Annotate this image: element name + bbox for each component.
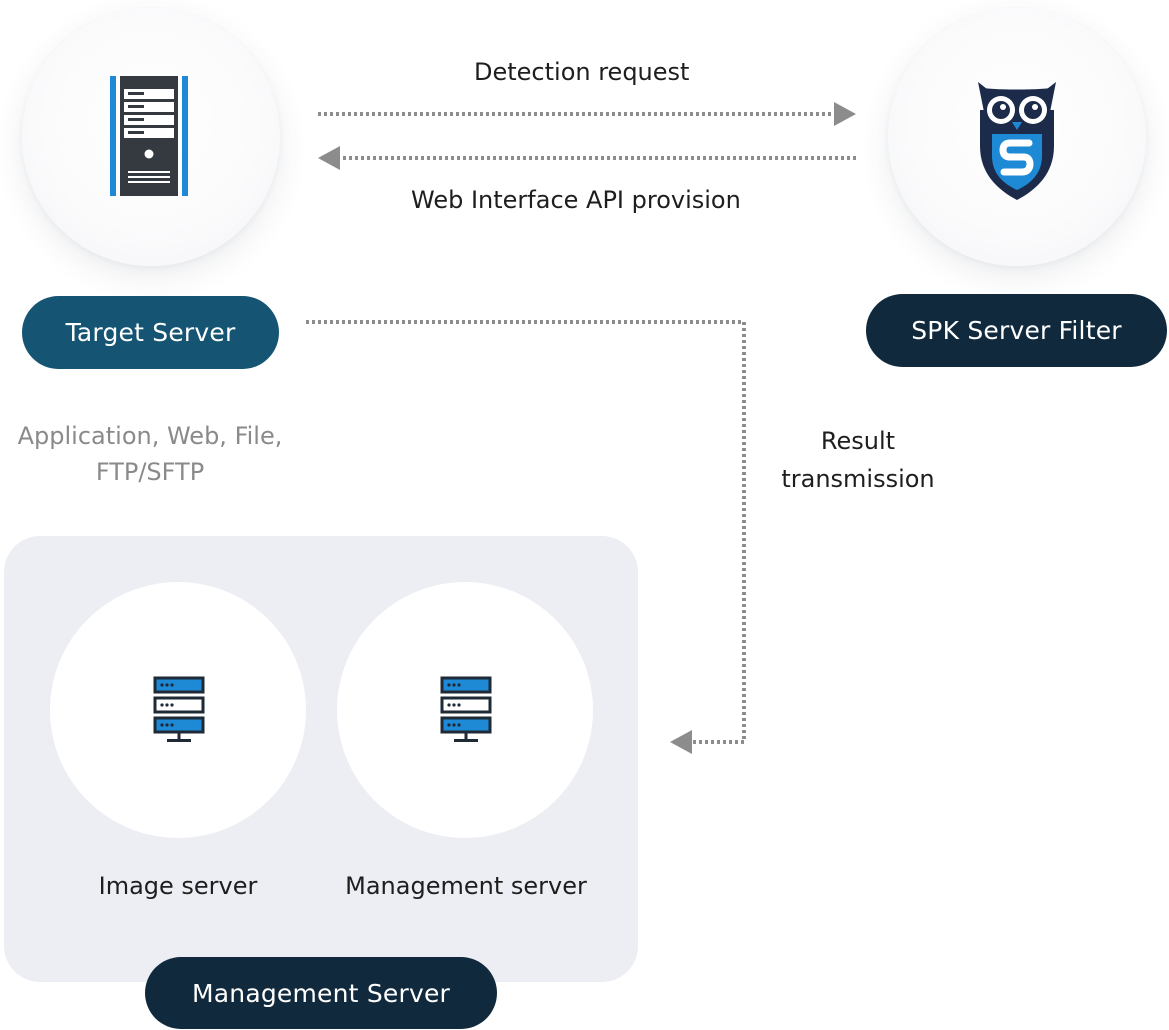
management-server-label: Management server xyxy=(345,872,587,900)
api-provision-label: Web Interface API provision xyxy=(411,186,741,214)
target-server-pill: Target Server xyxy=(22,296,279,369)
detection-request-label: Detection request xyxy=(474,58,690,86)
result-transmission-arrow-head xyxy=(670,730,692,754)
target-description-line2: FTP/SFTP xyxy=(95,458,205,486)
result-transmission-arrow-line xyxy=(306,320,746,744)
server-tower-icon xyxy=(110,76,188,196)
target-server-description: Application, Web, File, FTP/SFTP xyxy=(0,418,300,490)
owl-shield-logo xyxy=(978,82,1056,200)
result-transmission-line1: Result xyxy=(820,427,896,455)
target-description-line1: Application, Web, File, xyxy=(17,422,283,450)
result-transmission-line2: transmission xyxy=(781,465,935,493)
image-server-circle xyxy=(50,582,306,838)
target-server-circle xyxy=(22,8,280,266)
image-server-label: Image server xyxy=(98,872,258,900)
management-server-circle xyxy=(337,582,593,838)
spk-server-filter-pill: SPK Server Filter xyxy=(866,294,1167,367)
management-server-pill: Management Server xyxy=(145,957,497,1029)
spk-filter-circle xyxy=(888,8,1146,266)
server-rack-icon xyxy=(153,676,205,742)
detection-request-arrow-head xyxy=(834,102,856,126)
result-transmission-label: Result transmission xyxy=(770,422,946,498)
api-provision-arrow-head xyxy=(318,146,340,170)
server-rack-icon xyxy=(440,676,492,742)
